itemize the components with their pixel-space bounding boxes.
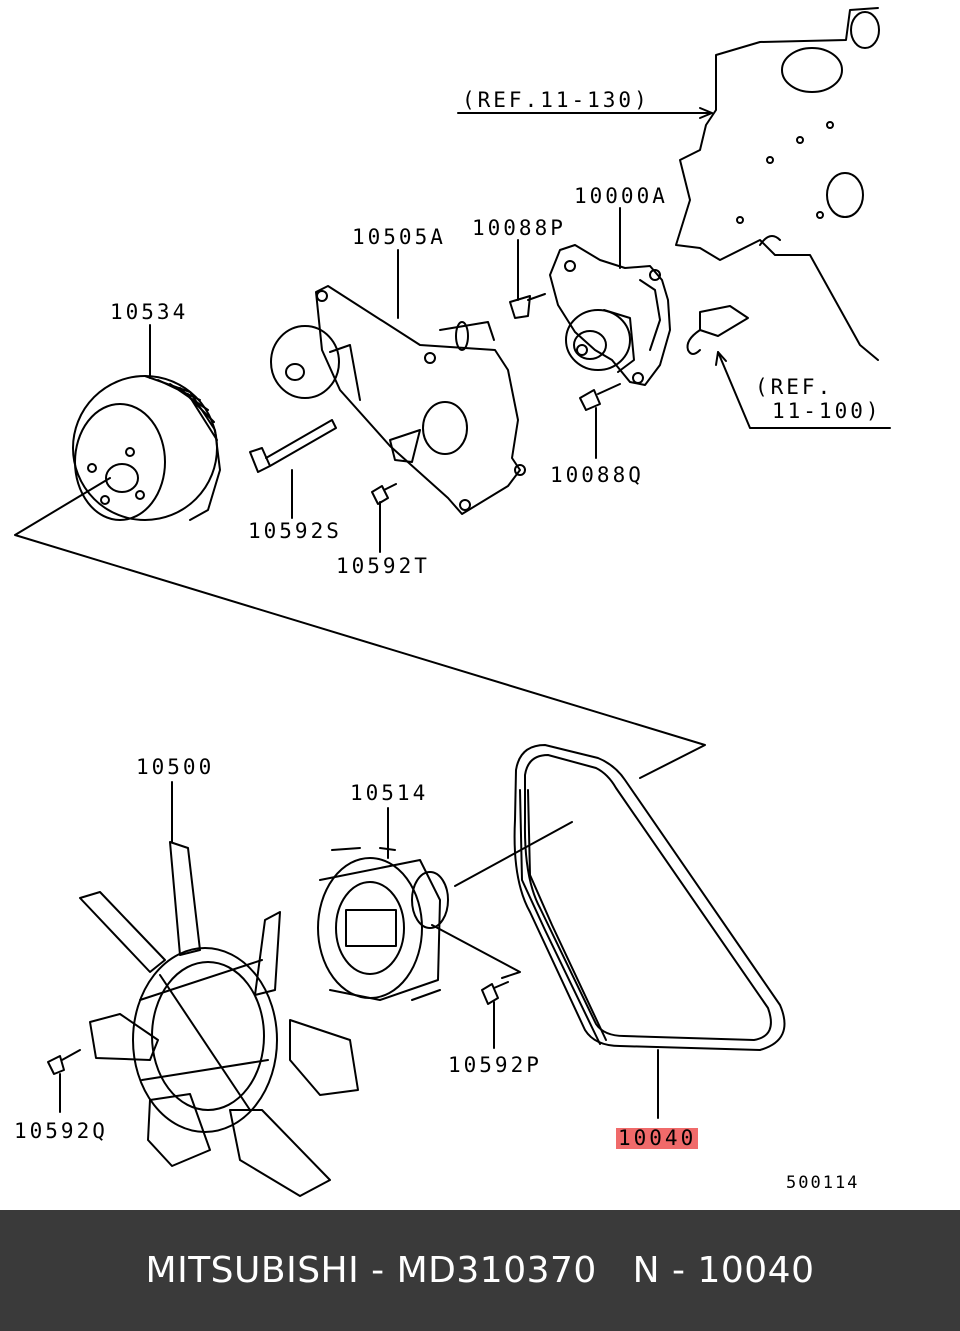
- water-pump-drawing: [550, 245, 670, 385]
- label-10592P[interactable]: 10592P: [448, 1053, 542, 1077]
- bolt-10592T: [372, 484, 396, 504]
- bolt-10088P: [510, 294, 545, 318]
- bolt-10592Q: [48, 1050, 80, 1074]
- label-ref-11-100-line2[interactable]: 11-100): [772, 399, 882, 423]
- label-10088P[interactable]: 10088P: [472, 216, 566, 240]
- gasket-tab: [700, 306, 748, 336]
- label-10500[interactable]: 10500: [136, 755, 215, 779]
- bolt-10088Q: [580, 384, 620, 410]
- label-10592T[interactable]: 10592T: [336, 554, 430, 578]
- label-10040-highlighted[interactable]: 10040: [616, 1126, 699, 1150]
- label-10534[interactable]: 10534: [110, 300, 189, 324]
- gasket-hook: [688, 330, 701, 354]
- footer-bar: MITSUBISHI - MD310370 N - 10040: [0, 1210, 960, 1331]
- bolt-10592P: [482, 982, 508, 1004]
- assembly-leader: [15, 478, 705, 778]
- pulley-drawing: [73, 376, 220, 520]
- belt-drawing: [515, 745, 785, 1050]
- label-10592Q[interactable]: 10592Q: [14, 1119, 108, 1143]
- label-10088Q[interactable]: 10088Q: [550, 463, 644, 487]
- drawing-number: 500114: [786, 1173, 860, 1193]
- label-10000A[interactable]: 10000A: [574, 184, 668, 208]
- label-ref-11-100-line1[interactable]: (REF.: [755, 375, 834, 399]
- parts-diagram: (REF.11-130) (REF. 11-100) 10000A 10505A…: [14, 0, 960, 1210]
- bolt-10592P-leader: [432, 925, 520, 978]
- label-10592S[interactable]: 10592S: [248, 519, 342, 543]
- fan-clutch-drawing: [318, 848, 448, 1000]
- ref-100-leader: [718, 352, 890, 428]
- ref-130-arrowhead: [700, 108, 712, 118]
- fan-drawing: [80, 842, 358, 1196]
- footer-caption: MITSUBISHI - MD310370 N - 10040: [145, 1250, 815, 1291]
- ref-100-arrowhead: [716, 352, 726, 365]
- fan-clutch-leader: [455, 822, 572, 886]
- label-10505A[interactable]: 10505A: [352, 225, 446, 249]
- pump-housing-drawing: [271, 286, 525, 514]
- bolt-10592S: [250, 420, 336, 472]
- label-ref-11-130[interactable]: (REF.11-130): [462, 88, 650, 112]
- engine-block-drawing: [676, 8, 879, 360]
- label-10514[interactable]: 10514: [350, 781, 429, 805]
